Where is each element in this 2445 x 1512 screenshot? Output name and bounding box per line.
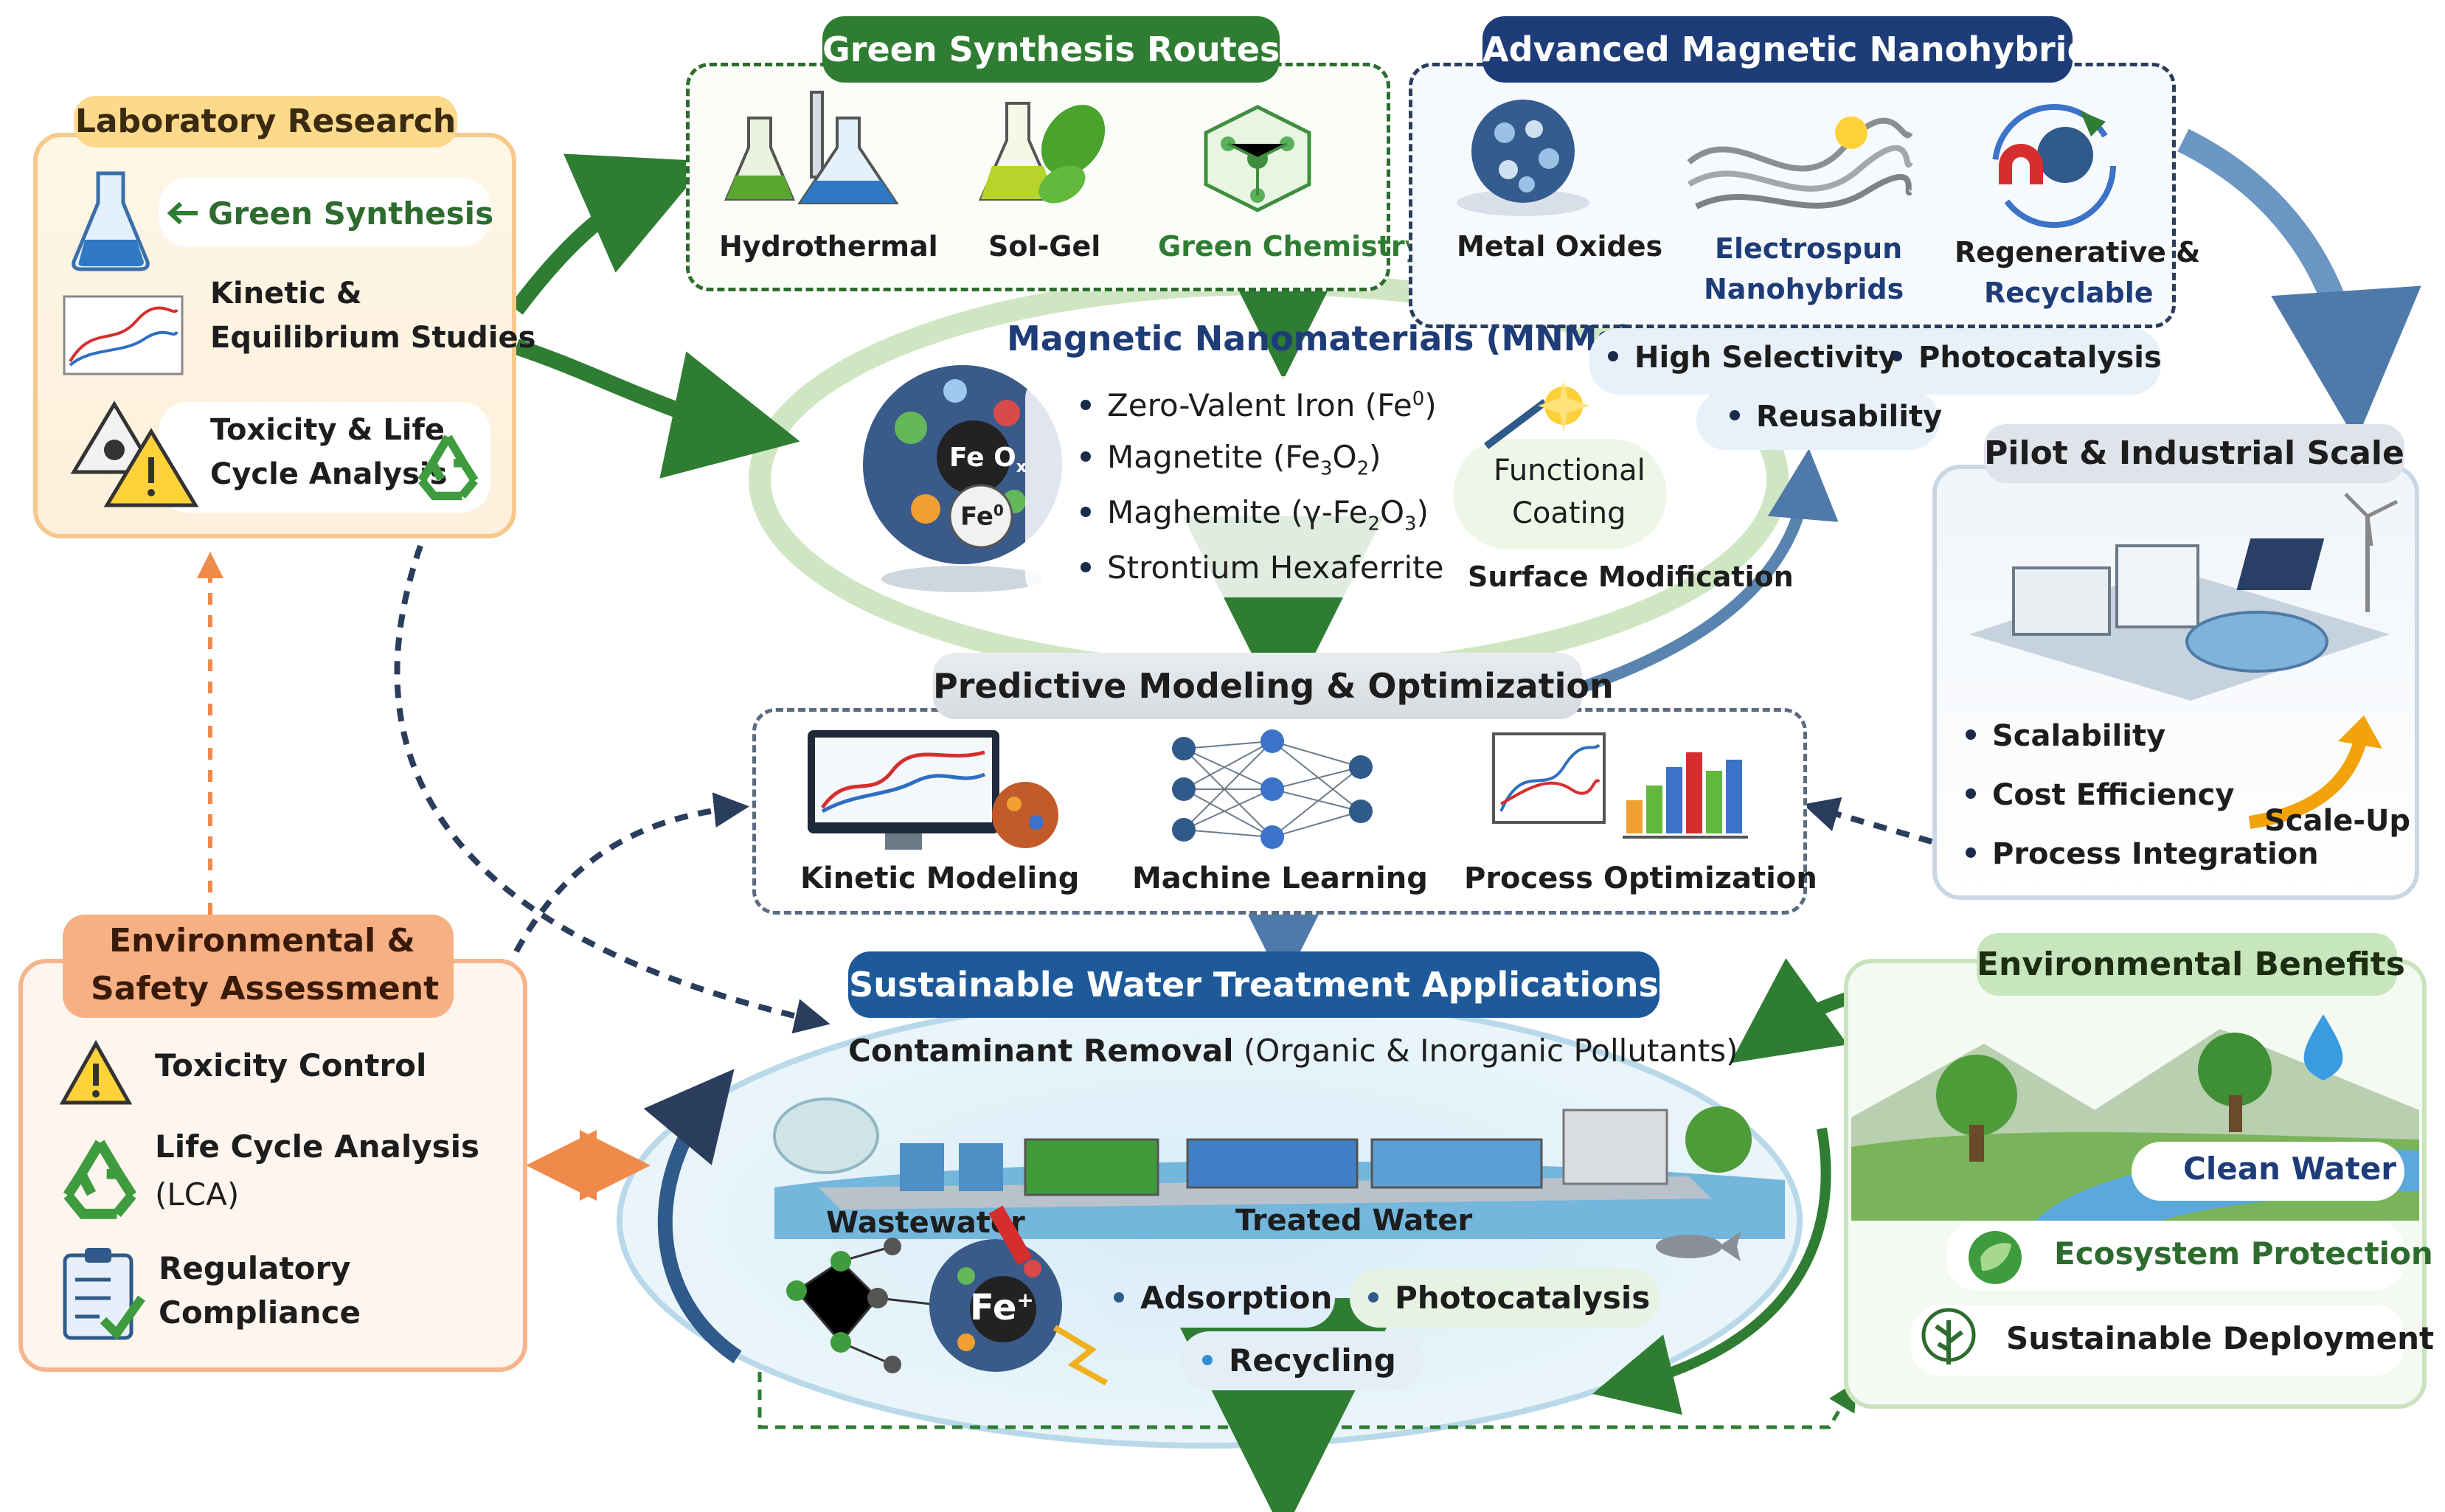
kinetic-chart-icon xyxy=(63,295,184,375)
brush-sparkle-icon xyxy=(1484,380,1589,449)
magnet-recycle-icon xyxy=(1992,104,2116,228)
functional-coating-line2: Coating xyxy=(1512,496,1626,530)
mnm-types-card xyxy=(1025,376,1475,597)
nanohybrid-regen-line2: Recyclable xyxy=(1984,277,2154,309)
pilot-item-scalability: Scalability xyxy=(1966,719,2165,753)
adsorption-label: Adsorption xyxy=(1114,1280,1332,1316)
mnm-properties-bar xyxy=(1589,328,2161,395)
env-regulatory-line1: Regulatory xyxy=(159,1250,351,1286)
metal-oxides-cluster-icon xyxy=(1457,100,1589,216)
lab-toxicity-line1: Toxicity & Life xyxy=(210,413,445,447)
water-photocatalysis-label: Photocatalysis xyxy=(1368,1280,1650,1316)
route-sol-gel-label: Sol-Gel xyxy=(988,230,1101,263)
hazard-icon xyxy=(70,400,199,507)
contaminant-removal-label: Contaminant Removal (Organic & Inorganic… xyxy=(848,1033,1738,1069)
mnm-particle-label-fe0: Fe0 xyxy=(960,502,1004,532)
recycling-pill xyxy=(1180,1331,1423,1390)
nanohybrid-metal-oxides-label: Metal Oxides xyxy=(1457,230,1663,263)
electrospun-fibers-icon xyxy=(1687,117,1913,209)
env-toxicity-control-label: Toxicity Control xyxy=(155,1047,427,1083)
mnm-particle-label-feox: Fe Ox xyxy=(949,443,1027,477)
property-high-selectivity: High Selectivity xyxy=(1608,341,1898,375)
surface-modification-label: Surface Modification xyxy=(1468,561,1794,593)
env-lca-line1: Life Cycle Analysis xyxy=(155,1128,480,1165)
fe-nanoparticle-network-icon xyxy=(786,1205,1108,1386)
ecosystem-pill xyxy=(1947,1221,2404,1291)
property-reusability: Reusability xyxy=(1730,400,1942,434)
env-regulatory-line2: Compliance xyxy=(159,1294,361,1331)
sustainable-tree-icon xyxy=(1921,1308,1976,1364)
scale-up-arrow-icon xyxy=(2248,715,2382,829)
env-safety-title-box xyxy=(63,915,454,1018)
ecosystem-protection-label: Ecosystem Protection xyxy=(2054,1235,2433,1272)
flask-icon xyxy=(72,171,150,271)
env-benefits-title: Environmental Benefits xyxy=(1977,933,2405,996)
pilot-industrial-title: Pilot & Industrial Scale xyxy=(1984,424,2404,483)
fe-particle-label: Fe+ xyxy=(970,1287,1034,1328)
mnm-item-strontium: Strontium Hexaferrite xyxy=(1081,549,1443,586)
treated-water-label: Treated Water xyxy=(1235,1204,1473,1238)
lab-kinetic-line2: Equilibrium Studies xyxy=(210,321,536,355)
nanoparticle-cluster-icon xyxy=(863,365,1062,592)
reusability-pill xyxy=(1696,391,1940,450)
sol-gel-flask-icon xyxy=(978,102,1106,204)
mnm-item-zvi: Zero-Valent Iron (Fe0) xyxy=(1081,387,1437,423)
modeling-machine-learning-label: Machine Learning xyxy=(1132,861,1428,895)
fish-icon xyxy=(1656,1232,1741,1261)
mnm-item-maghemite: Maghemite (γ-Fe2O3) xyxy=(1081,494,1429,535)
lab-green-synthesis-label: Green Synthesis xyxy=(208,195,494,232)
env-lca-line2: (LCA) xyxy=(155,1176,240,1213)
recycle-icon xyxy=(63,1140,137,1219)
functional-coating-bubble xyxy=(1453,439,1667,549)
adsorption-pill xyxy=(1099,1269,1335,1328)
water-treatment-title: Sustainable Water Treatment Applications xyxy=(848,951,1660,1018)
treatment-plant-illustration xyxy=(773,1097,1785,1239)
wastewater-label: Wastewater xyxy=(826,1206,1025,1240)
nanohybrid-electrospun-line1: Electrospun xyxy=(1715,232,1903,265)
arrow-left-icon xyxy=(167,201,198,225)
nanohybrid-regen-line1: Regenerative & xyxy=(1955,236,2201,268)
clean-water-pill xyxy=(2132,1142,2404,1201)
modeling-kinetic-label: Kinetic Modeling xyxy=(800,861,1080,895)
pilot-item-process-integration: Process Integration xyxy=(1966,837,2319,871)
modeling-title: Predictive Modeling & Optimization xyxy=(933,653,1614,719)
clean-water-label: Clean Water xyxy=(2183,1151,2397,1187)
lab-item-green-synthesis xyxy=(159,177,490,247)
scale-up-label: Scale-Up xyxy=(2264,804,2411,838)
env-safety-title-line2: Safety Assessment xyxy=(91,970,440,1008)
monitor-chart-icon xyxy=(808,730,1058,850)
green-synthesis-routes-title: Green Synthesis Routes xyxy=(822,16,1280,83)
green-chemistry-icon xyxy=(1204,105,1311,212)
functional-coating-line1: Functional xyxy=(1494,454,1645,488)
laboratory-research-title: Laboratory Research xyxy=(74,96,457,148)
nanohybrids-title: Advanced Magnetic Nanohybrids xyxy=(1482,16,2112,83)
leaf-globe-icon xyxy=(1969,1231,2022,1284)
industrial-plant-illustration xyxy=(1969,493,2399,701)
checklist-clipboard-icon xyxy=(63,1248,145,1341)
deployment-pill xyxy=(1910,1305,2404,1376)
photocatalysis-pill xyxy=(1350,1269,1660,1328)
modeling-process-optimization-label: Process Optimization xyxy=(1464,861,1817,895)
lab-kinetic-line1: Kinetic & xyxy=(210,277,362,311)
recycling-label: Recycling xyxy=(1202,1342,1396,1379)
nanohybrid-electrospun-line2: Nanohybrids xyxy=(1704,273,1904,305)
lab-toxicity-line2: Cycle Analysis xyxy=(210,457,448,491)
pilot-item-cost-efficiency: Cost Efficiency xyxy=(1966,778,2234,812)
hydrothermal-flasks-icon xyxy=(724,91,899,204)
route-green-chemistry-label: Green Chemistry xyxy=(1158,230,1423,263)
property-photocatalysis: Photocatalysis xyxy=(1892,341,2162,375)
sustainable-deployment-label: Sustainable Deployment xyxy=(2006,1320,2435,1356)
mnm-title: Magnetic Nanomaterials (MNMs) xyxy=(1007,319,1633,358)
warning-triangle-icon xyxy=(59,1039,133,1105)
neural-network-icon xyxy=(1172,729,1373,849)
mnm-item-magnetite: Magnetite (Fe3O2) xyxy=(1081,439,1381,479)
recycle-icon xyxy=(417,434,479,501)
env-safety-title-line1: Environmental & xyxy=(109,922,415,960)
optimization-charts-icon xyxy=(1492,732,1748,839)
route-hydrothermal-label: Hydrothermal xyxy=(719,230,938,263)
